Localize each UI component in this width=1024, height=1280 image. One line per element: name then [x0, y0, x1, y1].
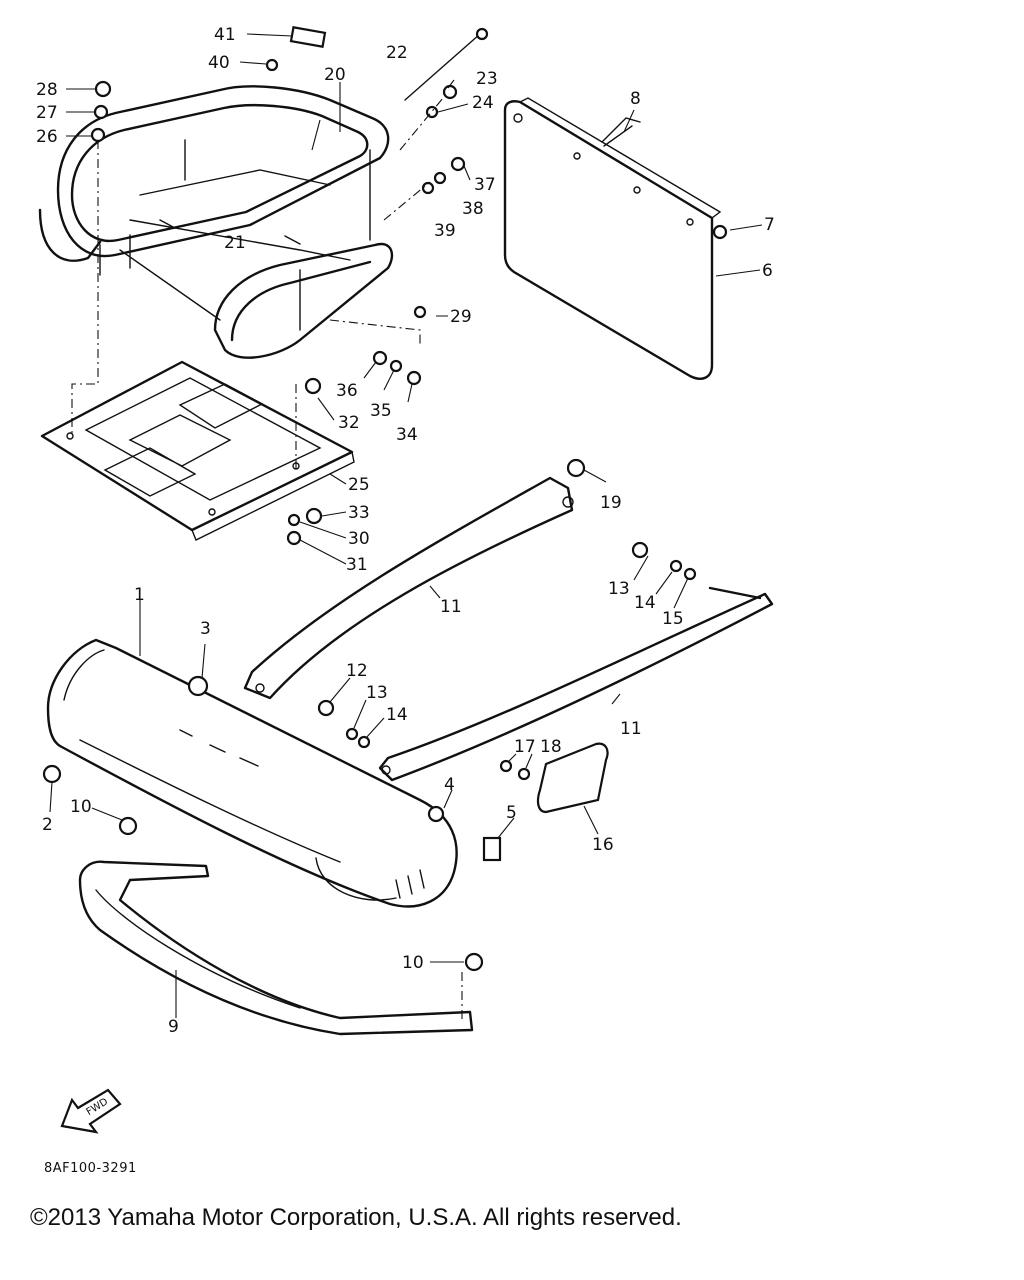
- callout-38: 36: [336, 381, 358, 401]
- callout-37: 35: [370, 401, 392, 421]
- forward-arrow-icon: FWD: [60, 1088, 122, 1134]
- callout-4: 4: [444, 775, 455, 795]
- rear-fender-body: [46, 638, 458, 908]
- callout-2: 2: [42, 815, 53, 835]
- bumper-stays: [243, 476, 774, 782]
- callout-16: 14: [634, 593, 656, 613]
- callout-41: 39: [434, 221, 456, 241]
- callout-9: 9: [168, 1017, 179, 1037]
- callout-22: 20: [324, 65, 346, 85]
- callout-6: 6: [762, 261, 773, 281]
- callout-31: 29: [450, 307, 472, 327]
- callout-10-upper: 10: [70, 797, 92, 817]
- carrier-plate: [40, 360, 355, 541]
- callout-40: 38: [462, 199, 484, 219]
- callout-24: 22: [386, 43, 408, 63]
- callout-32: 30: [348, 529, 370, 549]
- callout-36: 34: [396, 425, 418, 445]
- callout-43: 41: [214, 25, 236, 45]
- callout-25: 23: [476, 69, 498, 89]
- callout-7: 7: [764, 215, 775, 235]
- callout-19: 17: [514, 737, 536, 757]
- callout-10-lower: 10: [402, 953, 424, 973]
- drawing-code: 8AF100-3291: [44, 1161, 137, 1176]
- hardware: [42, 26, 728, 972]
- copyright-notice: ©2013 Yamaha Motor Corporation, U.S.A. A…: [30, 1204, 682, 1231]
- callout-21: 19: [600, 493, 622, 513]
- callout-39: 37: [474, 175, 496, 195]
- callout-23: 21: [224, 233, 246, 253]
- callout-33: 31: [346, 555, 368, 575]
- callout-labels: 41 40 20 22 23 24 8 28 27 26 37 38 39 7 …: [36, 25, 775, 1037]
- callout-17: 15: [662, 609, 684, 629]
- callout-8: 8: [630, 89, 641, 109]
- callout-30: 28: [36, 80, 58, 100]
- callout-35: 33: [348, 503, 370, 523]
- callout-27: 25: [348, 475, 370, 495]
- callout-14: 14: [386, 705, 408, 725]
- callout-20: 18: [540, 737, 562, 757]
- assembly-lines: [71, 91, 463, 1022]
- callout-11-lower: 11: [620, 719, 642, 739]
- callout-42: 40: [208, 53, 230, 73]
- lower-bumper: [78, 860, 474, 1036]
- callout-34: 32: [338, 413, 360, 433]
- callout-11-upper: 11: [440, 597, 462, 617]
- callout-13: 13: [366, 683, 388, 703]
- license-plate: [503, 97, 722, 380]
- leader-lines: [49, 33, 763, 1018]
- callout-29: 27: [36, 103, 58, 123]
- callout-5: 5: [506, 803, 517, 823]
- callout-15: 13: [608, 579, 630, 599]
- callout-12: 12: [346, 661, 368, 681]
- carrier-basket: [38, 85, 394, 359]
- callout-18: 16: [592, 835, 614, 855]
- callout-28: 26: [36, 127, 58, 147]
- callout-1: 1: [134, 585, 145, 605]
- callout-26: 24: [472, 93, 494, 113]
- callout-3: 3: [200, 619, 211, 639]
